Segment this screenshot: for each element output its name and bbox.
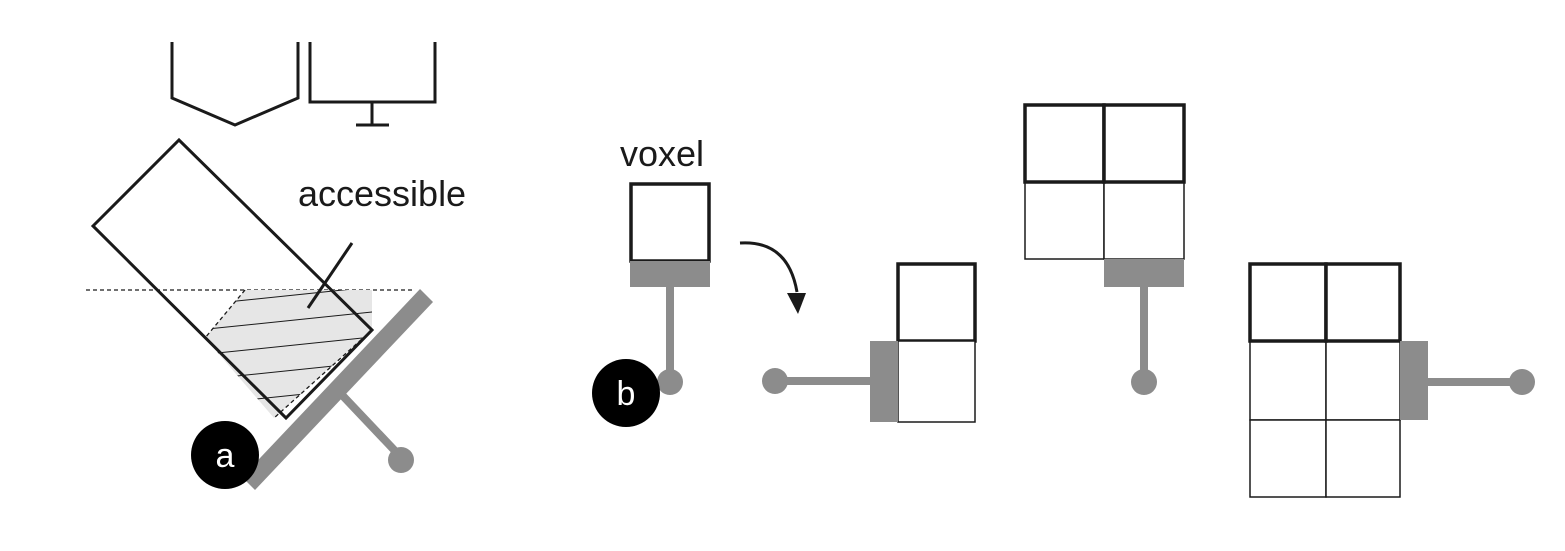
transition-arrow bbox=[739, 241, 799, 293]
voxel-step3-bottom-right bbox=[1103, 181, 1185, 260]
tilted-container bbox=[90, 137, 375, 421]
actuator-2-knob bbox=[762, 368, 788, 394]
badge-b bbox=[592, 359, 660, 427]
tilt-actuator-knob bbox=[388, 447, 414, 473]
badge-b-label: b bbox=[617, 375, 636, 413]
voxel-step3-bottom-left bbox=[1024, 181, 1105, 260]
voxel-step3-top-left bbox=[1023, 103, 1106, 184]
voxel-single bbox=[629, 182, 711, 263]
voxel-step4-bottom-left bbox=[1249, 419, 1327, 498]
tilt-platform bbox=[242, 289, 433, 490]
voxel-step4-bottom-right bbox=[1325, 419, 1401, 498]
monitor-outline bbox=[308, 42, 437, 104]
voxel-step2-top bbox=[896, 262, 977, 343]
voxel-step4-top-right bbox=[1324, 262, 1402, 343]
badge-a-label: a bbox=[216, 437, 235, 475]
badge-a bbox=[191, 421, 259, 489]
voxel-step4-mid-left bbox=[1249, 340, 1327, 421]
voxel-step2-bottom bbox=[897, 340, 976, 423]
panel-b: voxel b bbox=[592, 103, 1535, 498]
tilt-actuator-rod bbox=[340, 393, 400, 456]
transition-arrowhead bbox=[787, 293, 806, 314]
accessible-boundary bbox=[204, 289, 246, 339]
voxel-step4-mid-right bbox=[1325, 340, 1401, 421]
voxel-label: voxel bbox=[620, 133, 704, 174]
actuator-3-plate bbox=[1104, 259, 1184, 287]
actuator-1-plate bbox=[630, 261, 710, 287]
accessible-label: accessible bbox=[298, 173, 466, 214]
hatch-lines bbox=[205, 290, 372, 418]
accessible-pointer bbox=[306, 242, 354, 309]
actuator-4-knob bbox=[1509, 369, 1535, 395]
accessible-region bbox=[205, 290, 372, 418]
actuator-4-plate bbox=[1400, 341, 1428, 420]
voxel-step4-top-left bbox=[1248, 262, 1328, 343]
actuator-3-knob bbox=[1131, 369, 1157, 395]
panel-a: accessible a bbox=[86, 42, 466, 490]
actuator-2-plate bbox=[870, 341, 898, 422]
voxel-step3-top-right bbox=[1102, 103, 1186, 184]
tray-outline bbox=[170, 42, 300, 127]
actuator-1-knob bbox=[657, 369, 683, 395]
